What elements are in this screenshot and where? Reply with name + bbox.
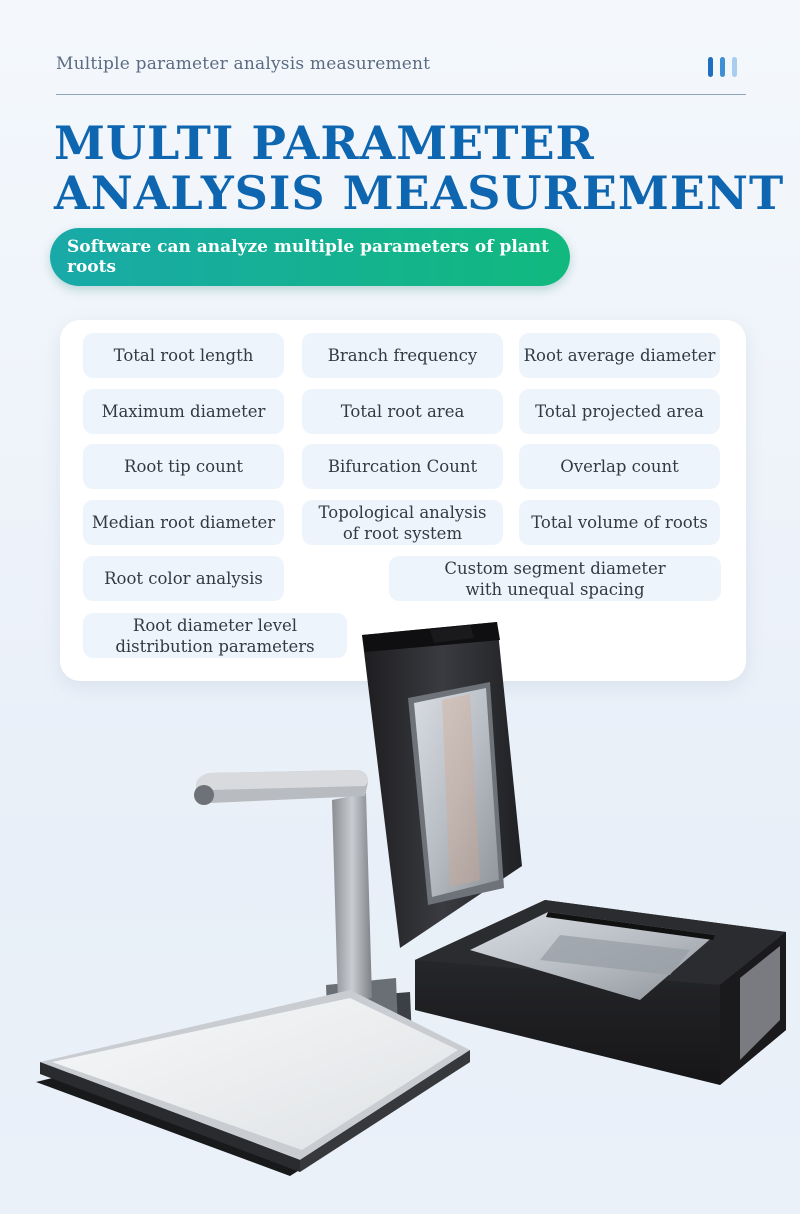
parameter-tag: Root diameter level distribution paramet… xyxy=(83,613,347,658)
feature-banner: Software can analyze multiple parameters… xyxy=(50,228,570,286)
parameter-tag: Median root diameter xyxy=(83,500,284,545)
page-title: MULTI PARAMETER ANALYSIS MEASUREMENT xyxy=(54,118,784,218)
product-illustration xyxy=(36,622,786,1176)
parameter-tag: Branch frequency xyxy=(302,333,503,378)
parameter-tag: Maximum diameter xyxy=(83,389,284,434)
parameter-tag: Custom segment diameter with unequal spa… xyxy=(389,556,721,601)
page-title-line-2: ANALYSIS MEASUREMENT xyxy=(54,166,785,220)
decorative-bars-icon xyxy=(708,57,737,77)
parameter-tag: Total root length xyxy=(83,333,284,378)
page-title-line-1: MULTI PARAMETER xyxy=(54,116,595,170)
parameter-tag: Root tip count xyxy=(83,444,284,489)
parameter-tag: Total volume of roots xyxy=(519,500,720,545)
parameter-card: Total root length Branch frequency Root … xyxy=(60,320,746,681)
parameter-tag: Topological analysis of root system xyxy=(302,500,503,545)
parameter-tag: Bifurcation Count xyxy=(302,444,503,489)
scanner-image xyxy=(362,622,786,1085)
parameter-tag: Root average diameter xyxy=(519,333,720,378)
parameter-tag: Total projected area xyxy=(519,389,720,434)
light-box-image xyxy=(36,990,470,1176)
page-subtitle: Multiple parameter analysis measurement xyxy=(56,54,431,74)
parameter-tag: Root color analysis xyxy=(83,556,284,601)
parameter-tag: Total root area xyxy=(302,389,503,434)
header-divider xyxy=(56,94,746,95)
parameter-tag: Overlap count xyxy=(519,444,720,489)
